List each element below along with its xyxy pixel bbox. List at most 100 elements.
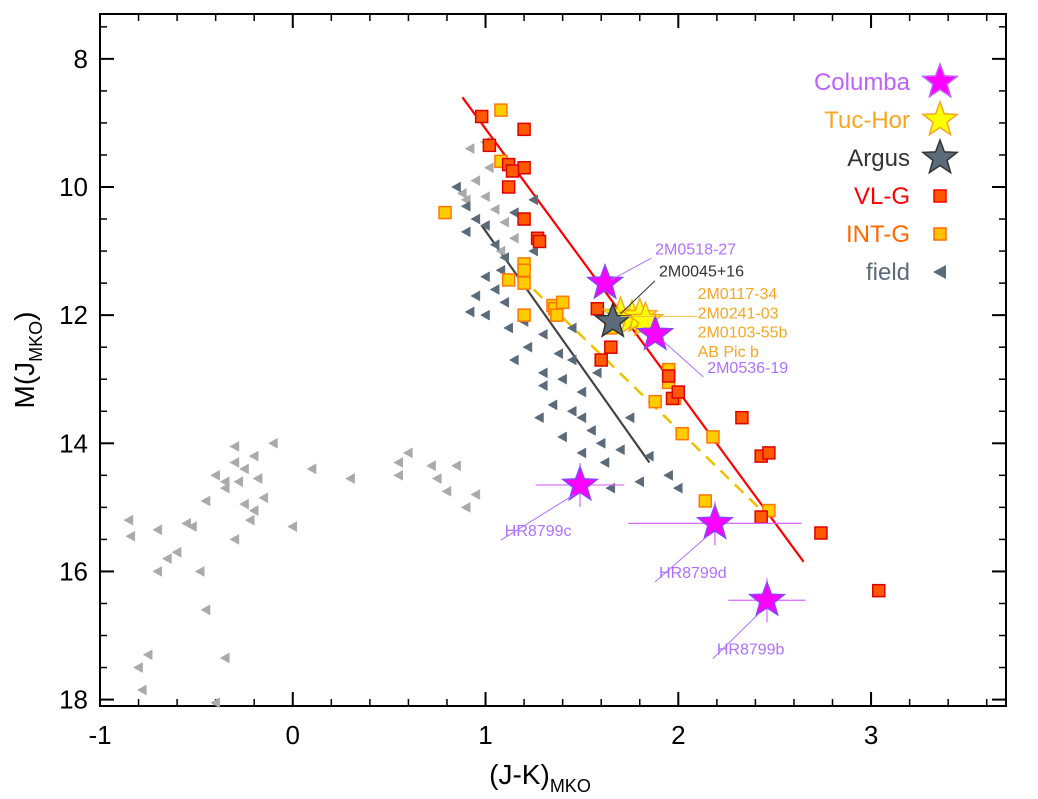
- annotation-label: 2M0045+16: [659, 264, 744, 281]
- data-point: [663, 469, 673, 481]
- data-point: [648, 394, 662, 409]
- data-point: [591, 367, 602, 379]
- annotation-label: 2M0117-34: [698, 286, 778, 303]
- data-point: [495, 264, 506, 276]
- data-point: [604, 340, 618, 354]
- data-point: [239, 463, 249, 475]
- data-point: [555, 295, 570, 310]
- data-point: [547, 399, 558, 411]
- legend-marker: [933, 227, 947, 241]
- data-point: [460, 200, 471, 212]
- legend-marker: [933, 265, 946, 279]
- data-point: [550, 308, 564, 322]
- data-point: [634, 476, 644, 488]
- data-point: [233, 476, 244, 488]
- data-point: [872, 583, 886, 598]
- data-point: [528, 245, 538, 257]
- data-point: [508, 354, 519, 366]
- annotation-leader: [620, 280, 656, 315]
- legend-label: Tuc-Hor: [824, 107, 910, 134]
- data-point: [814, 526, 828, 540]
- data-point: [557, 431, 567, 443]
- data-point: [152, 566, 163, 577]
- y-tick-label: 8: [74, 44, 88, 74]
- data-point: [675, 426, 689, 441]
- data-point: [643, 450, 654, 462]
- data-point: [495, 245, 506, 257]
- data-point: [576, 386, 587, 398]
- data-point: [441, 485, 452, 497]
- y-axis-title: M(JMKO): [9, 312, 46, 409]
- legend-marker: [920, 137, 960, 175]
- data-point: [470, 213, 481, 225]
- x-tick-label: 0: [286, 720, 300, 750]
- data-point: [219, 476, 230, 488]
- data-point: [464, 306, 475, 318]
- data-point: [532, 234, 547, 249]
- data-point: [480, 191, 490, 203]
- data-point: [635, 314, 675, 351]
- data-point: [287, 521, 298, 533]
- legend-marker: [933, 189, 947, 203]
- data-point: [501, 180, 516, 194]
- data-point: [200, 495, 211, 507]
- annotation-leader: [712, 612, 760, 660]
- data-point: [229, 533, 240, 545]
- data-point: [517, 122, 531, 137]
- legend-label: Argus: [847, 145, 910, 172]
- data-point: [605, 482, 616, 494]
- data-point: [566, 405, 577, 417]
- data-point: [267, 437, 278, 449]
- data-point: [576, 447, 587, 459]
- data-point: [537, 328, 548, 340]
- data-point: [133, 662, 143, 673]
- data-point: [661, 369, 676, 383]
- data-point: [695, 503, 735, 540]
- data-point: [747, 580, 787, 617]
- legend-label: INT-G: [846, 221, 910, 248]
- data-point: [229, 441, 240, 452]
- data-point: [593, 301, 632, 338]
- annotation-label: HR8799b: [717, 642, 785, 659]
- data-point: [522, 341, 533, 353]
- data-point: [451, 181, 461, 193]
- data-point: [698, 494, 713, 508]
- data-point: [248, 505, 259, 516]
- data-point: [599, 457, 610, 468]
- data-point: [460, 501, 471, 513]
- data-point: [517, 212, 531, 226]
- data-point: [517, 276, 531, 290]
- data-point: [480, 271, 490, 283]
- legend-marker: [920, 61, 960, 99]
- annotation-label: HR8799d: [659, 565, 727, 582]
- data-point: [136, 684, 147, 696]
- data-point: [393, 469, 404, 481]
- data-point: [171, 546, 182, 558]
- data-point: [426, 460, 436, 472]
- data-point: [517, 263, 531, 278]
- data-point: [460, 226, 471, 238]
- data-point: [219, 652, 230, 664]
- data-point: [451, 460, 461, 472]
- data-point: [402, 447, 413, 459]
- data-point: [576, 412, 587, 424]
- annotation-leader: [610, 257, 652, 281]
- data-point: [499, 252, 510, 263]
- data-point: [474, 109, 489, 124]
- x-tick-label: 1: [478, 720, 492, 750]
- data-point: [499, 216, 510, 228]
- annotation-leader: [662, 340, 704, 378]
- y-tick-label: 10: [59, 172, 88, 202]
- data-point: [566, 354, 577, 366]
- data-point: [594, 353, 608, 367]
- data-point: [762, 446, 776, 460]
- data-point: [480, 220, 490, 231]
- data-point: [248, 450, 259, 462]
- data-point: [528, 194, 538, 206]
- y-tick-label: 14: [59, 428, 88, 458]
- data-point: [470, 175, 481, 187]
- data-point: [553, 348, 564, 360]
- data-point: [239, 498, 249, 510]
- data-point: [470, 290, 481, 302]
